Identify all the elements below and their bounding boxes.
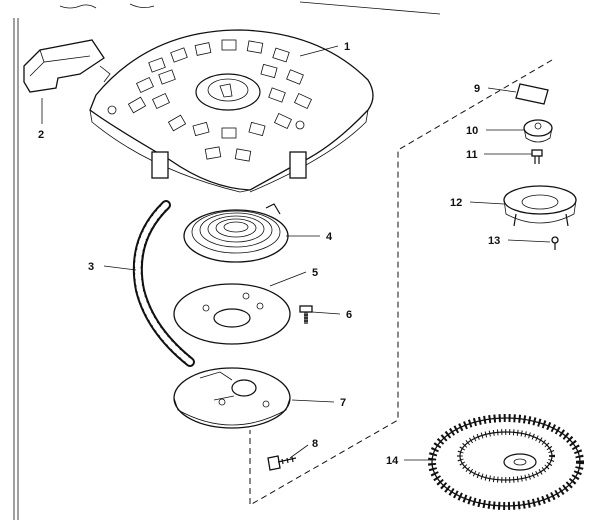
assembly-outline [249,59,553,506]
retainer-plate-part [173,283,291,345]
callout-5: 5 [312,267,318,279]
callout-6: 6 [346,309,352,321]
small-block-part [515,83,549,105]
tiny-screw-part [551,236,559,250]
callout-3: 3 [88,261,94,273]
callout-12: 12 [450,197,462,209]
starter-housing-part [89,29,374,193]
callout-labels: 1 2 3 4 5 6 7 8 9 10 11 12 13 14 [38,41,500,467]
callout-1: 1 [344,41,350,53]
callout-2: 2 [38,129,44,141]
cup-part [523,119,553,143]
callout-8: 8 [312,438,318,450]
flywheel-screen-part [428,414,584,510]
starter-cup-part [503,185,577,227]
small-screw-part [531,149,543,164]
leader-lines [41,45,551,461]
housing-grid [127,39,312,162]
callout-11: 11 [466,149,478,161]
starter-handle-part [23,39,111,93]
scan-border [13,1,441,520]
callout-4: 4 [326,231,333,243]
screw-part [299,305,313,324]
callout-10: 10 [466,125,478,137]
pulley-part [173,367,291,429]
bottom-screw-part [267,455,297,471]
callout-9: 9 [474,83,480,95]
callout-7: 7 [340,397,346,409]
starter-rope-part [132,200,195,367]
recoil-spring-part [183,203,289,263]
callout-14: 14 [386,455,399,467]
callout-13: 13 [488,235,500,247]
